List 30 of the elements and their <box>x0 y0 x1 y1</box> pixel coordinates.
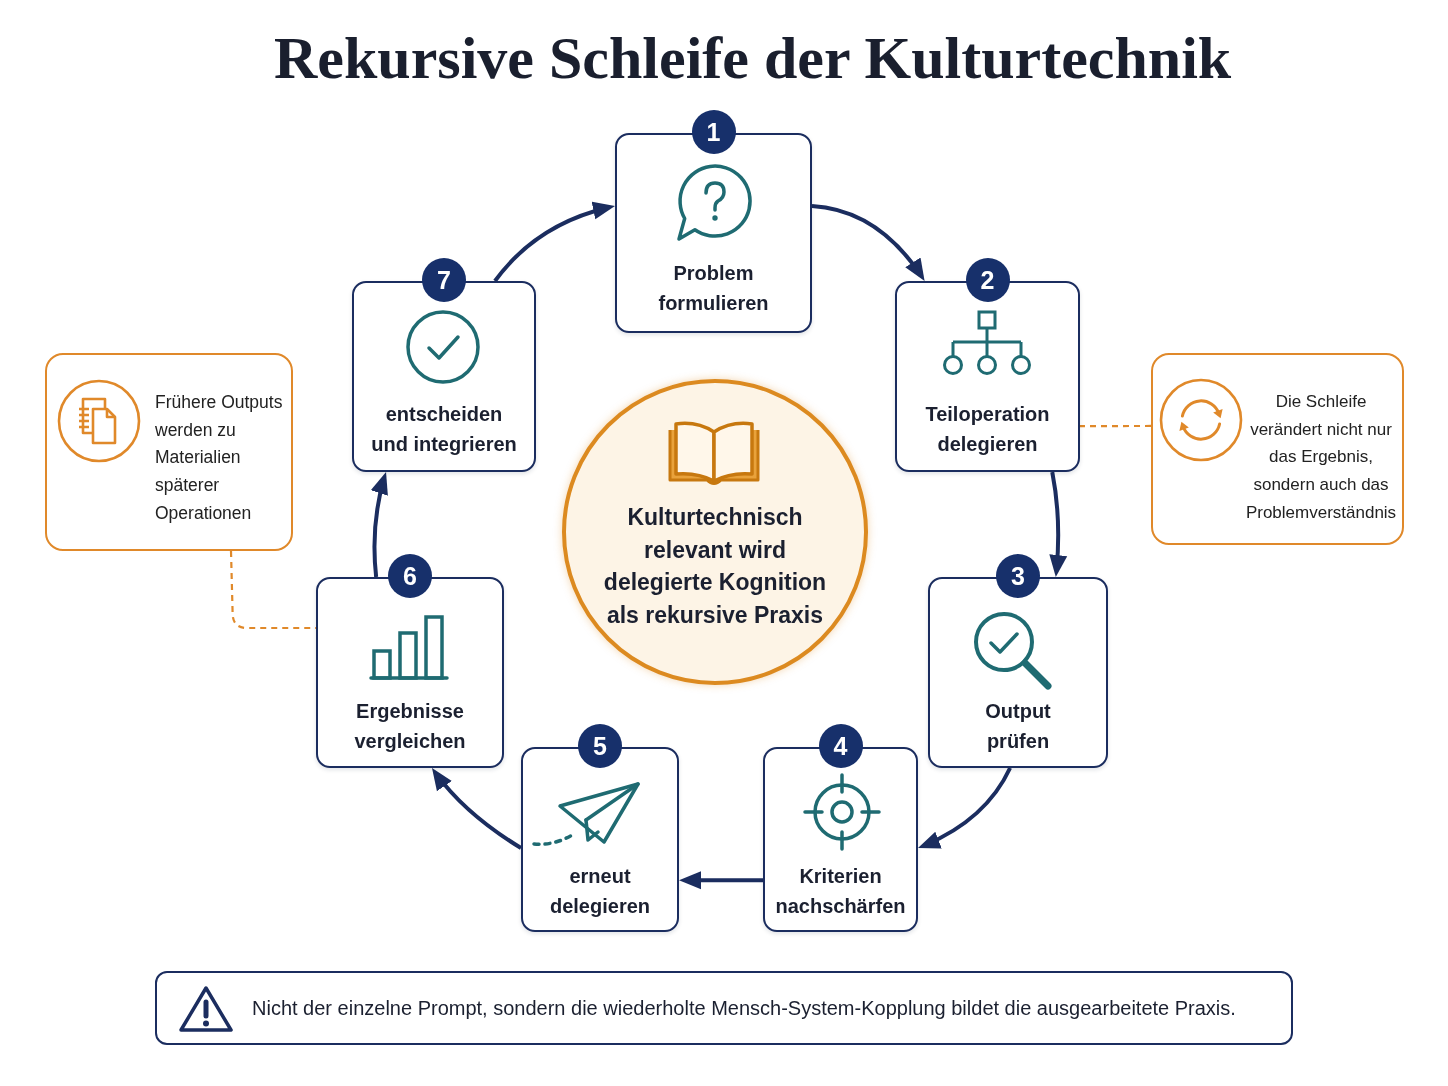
arrow <box>493 202 616 283</box>
note-card <box>1151 353 1404 545</box>
arrow <box>917 767 1012 850</box>
note-banner <box>155 971 1293 1045</box>
step-label: erneut delegieren <box>548 864 651 919</box>
step-number: 7 <box>422 258 466 302</box>
step-label: Output prüfen <box>984 699 1052 754</box>
footer-note: Nicht der einzelne Prompt, sondern die wiederholte Mensch-System-Kopplung bildet die ausgearbeitete Praxis. <box>252 996 1236 1021</box>
step-number: 2 <box>965 258 1010 302</box>
note-text: Frühere Outputs werden zu Materialien späterer Operationen <box>155 391 284 525</box>
note-text: Die Schleife verändert nicht nur das Ergebnis, sondern auch das Problemverständnis <box>1244 391 1398 524</box>
note-card <box>45 353 293 551</box>
arrow <box>679 871 763 890</box>
arrow <box>811 204 927 283</box>
arrow <box>430 766 523 850</box>
step-number: 5 <box>578 724 622 768</box>
step-number: 3 <box>996 554 1040 598</box>
step-label: Teiloperation delegieren <box>924 402 1051 457</box>
step-label: Kriterien nachschärfen <box>774 864 907 919</box>
central-statement: Kulturtechnisch relevant wird delegierte Kognition als rekursive Praxis <box>602 503 828 630</box>
diagram-title: Rekursive Schleife der Kulturtechnik <box>274 24 1232 93</box>
arrow <box>1049 471 1067 578</box>
arrow <box>371 471 389 578</box>
step-number: 1 <box>691 110 736 154</box>
step-label: entscheiden und integrieren <box>370 402 518 457</box>
step-number: 4 <box>818 724 863 768</box>
step-label: Ergebnisse vergleichen <box>353 699 467 754</box>
step-label: Problem formulieren <box>657 261 770 316</box>
step-number: 6 <box>388 554 432 598</box>
dashed-connector-line <box>1080 424 1151 428</box>
